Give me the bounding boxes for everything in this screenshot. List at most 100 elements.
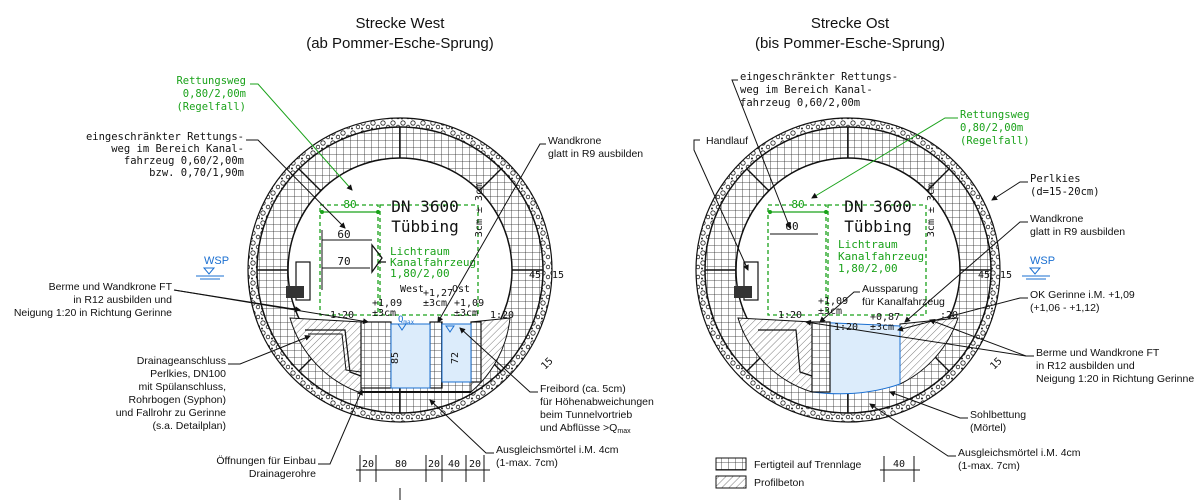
east-label-wandkrone: Wandkrone glatt in R9 ausbilden bbox=[904, 213, 1125, 323]
svg-text:85: 85 bbox=[390, 352, 401, 364]
svg-text:Perlkies, DN100: Perlkies, DN100 bbox=[150, 368, 226, 380]
east-dn-label: DN 3600 bbox=[844, 197, 911, 216]
svg-text:40: 40 bbox=[448, 459, 460, 470]
east-label-perlkies: Perlkies (d=15-20cm) bbox=[991, 173, 1100, 201]
svg-text:80: 80 bbox=[395, 459, 407, 470]
west-channel-wall-left bbox=[360, 321, 392, 389]
svg-text::20: :20 bbox=[940, 310, 958, 321]
svg-text:20: 20 bbox=[428, 459, 440, 470]
west-title: Strecke West bbox=[356, 15, 446, 32]
east-lichtraum-box bbox=[827, 204, 927, 316]
svg-text:Aussparung: Aussparung bbox=[862, 283, 918, 295]
east-wsp-label: WSP bbox=[1030, 255, 1055, 267]
west-tubbing-label: Tübbing bbox=[391, 217, 458, 236]
svg-text:glatt in R9 ausbilden: glatt in R9 ausbilden bbox=[548, 148, 643, 160]
svg-text:für Höhenabweichungen: für Höhenabweichungen bbox=[540, 396, 654, 408]
svg-text:45: 45 bbox=[529, 270, 541, 281]
svg-text:OK Gerinne i.M. +1,09: OK Gerinne i.M. +1,09 bbox=[1030, 289, 1135, 301]
east-label-berme: Berme und Wandkrone FT in R12 ausbilden … bbox=[805, 318, 1194, 385]
svg-text:bzw. 0,70/1,90m: bzw. 0,70/1,90m bbox=[149, 167, 244, 179]
svg-text:40: 40 bbox=[893, 459, 905, 470]
svg-text:und Fallrohr zu Gerinne: und Fallrohr zu Gerinne bbox=[116, 407, 226, 419]
svg-text:eingeschränkter Rettungs-: eingeschränkter Rettungs- bbox=[740, 71, 898, 83]
svg-text:(s.a. Detailplan): (s.a. Detailplan) bbox=[152, 420, 226, 432]
svg-text:Berme und Wandkrone FT: Berme und Wandkrone FT bbox=[49, 281, 173, 293]
west-section: Strecke West (ab Pommer-Esche-Sprung) bbox=[14, 15, 654, 500]
svg-text:1,80/2,00: 1,80/2,00 bbox=[838, 262, 898, 275]
svg-text:Lichtraum: Lichtraum bbox=[838, 238, 898, 251]
west-lichtraum-l3: 1,80/2,00 bbox=[390, 267, 450, 280]
svg-text:und Abflüsse >Qmax: und Abflüsse >Qmax bbox=[540, 422, 631, 435]
west-channel-wall-middle bbox=[429, 321, 443, 389]
west-rettungsweg-box bbox=[319, 204, 379, 316]
svg-text:15: 15 bbox=[552, 270, 564, 281]
west-lichtraum-l1: Lichtraum bbox=[390, 245, 450, 258]
svg-text:Rohrbogen (Syphon): Rohrbogen (Syphon) bbox=[129, 394, 226, 406]
svg-text:Neigung 1:20 in Richtung Gerin: Neigung 1:20 in Richtung Gerinne bbox=[1036, 373, 1194, 385]
east-rettungsweg-box bbox=[767, 204, 827, 316]
west-channel-wall-right bbox=[470, 321, 482, 383]
svg-text:beim Tunnelvortrieb: beim Tunnelvortrieb bbox=[540, 409, 632, 421]
svg-text:glatt in R9 ausbilden: glatt in R9 ausbilden bbox=[1030, 226, 1125, 238]
east-drainage-pipe bbox=[758, 329, 813, 377]
svg-text:mit Spülanschluss,: mit Spülanschluss, bbox=[138, 381, 226, 393]
svg-text:Qmax: Qmax bbox=[398, 315, 415, 326]
east-dim-80: 80 bbox=[791, 198, 804, 211]
svg-text:20: 20 bbox=[469, 459, 481, 470]
svg-text:Rettungsweg: Rettungsweg bbox=[176, 75, 246, 87]
svg-text:1:20: 1:20 bbox=[834, 322, 858, 333]
svg-text:45: 45 bbox=[978, 270, 990, 281]
east-title: Strecke Ost bbox=[811, 15, 890, 32]
svg-text:Handlauf: Handlauf bbox=[706, 135, 748, 147]
east-label-eingeschraenkt: eingeschränkter Rettungs- weg im Bereich… bbox=[731, 71, 898, 229]
west-label-ausgleich: Ausgleichsmörtel i.M. 4cm (1-max. 7cm) bbox=[429, 399, 619, 469]
legend-swatch-fertigteil bbox=[715, 457, 747, 471]
west-label-freibord: Freibord (ca. 5cm) für Höhenabweichungen… bbox=[459, 327, 654, 435]
svg-text:20: 20 bbox=[362, 459, 374, 470]
west-wsp-label: WSP bbox=[204, 255, 229, 267]
east-valve bbox=[734, 286, 752, 298]
svg-text:1:20: 1:20 bbox=[330, 310, 354, 321]
svg-text:1:20: 1:20 bbox=[778, 310, 802, 321]
svg-text:1:20: 1:20 bbox=[490, 310, 514, 321]
east-subtitle: (bis Pommer-Esche-Sprung) bbox=[755, 35, 945, 52]
east-label-ok-gerinne: OK Gerinne i.M. +1,09 (+1,06 - +1,12) bbox=[897, 289, 1135, 332]
west-bottom-dimensions: 20 80 20 40 20 bbox=[356, 455, 490, 500]
svg-text:(+1,06 - +1,12): (+1,06 - +1,12) bbox=[1030, 302, 1099, 314]
svg-text:15: 15 bbox=[1000, 270, 1012, 281]
svg-text:weg im Bereich Kanal-: weg im Bereich Kanal- bbox=[740, 84, 873, 96]
legend: Fertigteil auf Trennlage Profilbeton bbox=[715, 457, 862, 489]
svg-text:(Regelfall): (Regelfall) bbox=[176, 101, 246, 113]
svg-text:+1,09: +1,09 bbox=[454, 298, 484, 309]
legend-profilbeton: Profilbeton bbox=[754, 477, 804, 489]
east-bottom-dimension: 40 bbox=[880, 456, 920, 482]
svg-text:15: 15 bbox=[988, 356, 1004, 372]
svg-text:Perlkies: Perlkies bbox=[1030, 173, 1081, 185]
svg-text:±3cm: ±3cm bbox=[372, 308, 396, 319]
svg-text:in R12 ausbilden und: in R12 ausbilden und bbox=[73, 294, 172, 306]
east-label-rettungsweg: Rettungsweg 0,80/2,00m (Regelfall) bbox=[811, 109, 1030, 199]
west-section-arrow-icon bbox=[371, 243, 386, 275]
svg-text:(d=15-20cm): (d=15-20cm) bbox=[1030, 186, 1100, 198]
svg-text:Kanalfahrzeug: Kanalfahrzeug bbox=[838, 250, 924, 263]
east-channel-wall bbox=[811, 321, 831, 393]
west-dim-60: 60 bbox=[337, 228, 350, 241]
svg-text:für Kanalfahrzeug: für Kanalfahrzeug bbox=[862, 296, 945, 308]
west-label-eingeschraenkt: eingeschränkter Rettungs- weg im Bereich… bbox=[86, 131, 346, 229]
svg-text:Wandkrone: Wandkrone bbox=[548, 135, 601, 147]
svg-text:(Mörtel): (Mörtel) bbox=[970, 422, 1006, 434]
svg-text:fahrzeug 0,60/2,00m: fahrzeug 0,60/2,00m bbox=[740, 97, 860, 109]
svg-text:Drainagerohre: Drainagerohre bbox=[249, 468, 316, 480]
west-dn-label: DN 3600 bbox=[391, 197, 458, 216]
west-label-oeffnungen: Öffnungen für Einbau Drainagerohre bbox=[216, 389, 363, 480]
svg-text:Sohlbettung: Sohlbettung bbox=[970, 409, 1026, 421]
west-subtitle: (ab Pommer-Esche-Sprung) bbox=[306, 35, 494, 52]
west-dim-3cm: 3cm ± 3cm bbox=[474, 183, 485, 237]
svg-text:15: 15 bbox=[539, 356, 555, 372]
svg-text:±3cm: ±3cm bbox=[870, 322, 894, 333]
legend-fertigteil: Fertigteil auf Trennlage bbox=[754, 459, 862, 471]
svg-text:+1,09: +1,09 bbox=[818, 296, 848, 307]
svg-text:Neigung 1:20 in Richtung Gerin: Neigung 1:20 in Richtung Gerinne bbox=[14, 307, 172, 319]
svg-text:Öffnungen für Einbau: Öffnungen für Einbau bbox=[216, 455, 316, 467]
svg-text:±3cm: ±3cm bbox=[423, 298, 447, 309]
